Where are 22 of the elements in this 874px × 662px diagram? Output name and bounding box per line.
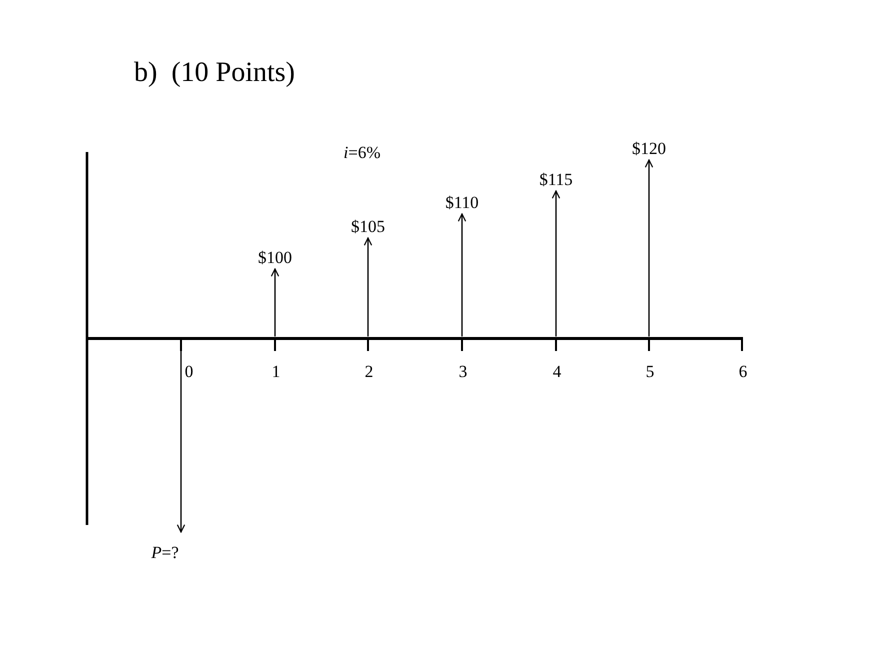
- tick-label: 0: [184, 362, 194, 382]
- rate-label: i=6%: [344, 143, 380, 163]
- cash-flow-arrow: [458, 213, 466, 336]
- title: b) (10 Points): [134, 56, 295, 90]
- cash-flow-label: $115: [539, 170, 573, 190]
- tick-label: 4: [552, 362, 562, 382]
- cash-flow-label: $110: [445, 193, 479, 213]
- tick-label: 3: [458, 362, 468, 382]
- tick-label: 1: [272, 362, 280, 382]
- cash-flow-arrow: [644, 159, 654, 336]
- cash-flow-label: $100: [258, 248, 292, 268]
- tick-label: 2: [364, 362, 374, 382]
- cash-flow-label: $105: [351, 217, 385, 237]
- cash-flow-arrow: [270, 268, 280, 336]
- time-axis: [87, 336, 743, 340]
- cash-flow-label: P=?: [151, 543, 179, 563]
- cash-flow-arrow: [552, 190, 560, 336]
- cash-flow-arrow: [364, 237, 372, 336]
- cash-flow-arrow: [176, 340, 186, 533]
- tick-label: 6: [738, 362, 748, 382]
- cash-flow-label: $120: [632, 139, 666, 159]
- tick-label: 5: [646, 362, 654, 382]
